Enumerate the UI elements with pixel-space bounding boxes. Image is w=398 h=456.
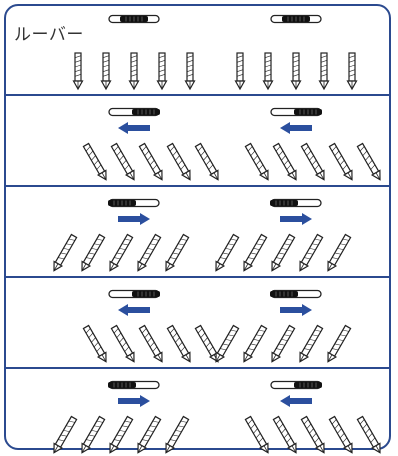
straight-down-right-louver-5 [346, 52, 358, 91]
swing-left-left-louver-3 [138, 142, 163, 181]
swing-left-right-louver-3 [300, 142, 325, 181]
converge-center-left-louver-4 [137, 415, 162, 454]
swing-left-left-arrow [118, 122, 150, 134]
converge-center-right-arrow [280, 395, 312, 407]
converge-center-right-louver-1 [244, 415, 269, 454]
louver-diagram-frame: ルーバー [4, 4, 391, 450]
swing-right-right-arrow [280, 213, 312, 225]
spread-outward-right-slider [270, 289, 322, 299]
spread-outward-right-louver-3 [271, 324, 296, 363]
converge-center-left-louver-5 [165, 415, 190, 454]
swing-right-left-louver-4 [137, 233, 162, 272]
spread-outward-right-louver-1 [215, 324, 240, 363]
swing-right-left-louver-3 [109, 233, 134, 272]
spread-outward-right-louver-4 [299, 324, 324, 363]
spread-outward-left-slider [108, 289, 160, 299]
swing-right-left-arrow [118, 213, 150, 225]
straight-down-right-louver-4 [318, 52, 330, 91]
converge-center-left-arrow [118, 395, 150, 407]
swing-left-left-louver-1 [82, 142, 107, 181]
spread-outward-right-louver-5 [327, 324, 352, 363]
converge-center-right-louver-2 [272, 415, 297, 454]
swing-left-right-louver-2 [272, 142, 297, 181]
swing-right-right-louver-3 [271, 233, 296, 272]
spread-outward-left-louver-3 [138, 324, 163, 363]
spread-outward-right-arrow [280, 304, 312, 316]
straight-down-left-louver-1 [72, 52, 84, 91]
spread-outward-right-louver-2 [243, 324, 268, 363]
straight-down-right-louver-3 [290, 52, 302, 91]
converge-center-left-slider [108, 380, 160, 390]
straight-down-right-louver-2 [262, 52, 274, 91]
converge-center-left-louver-3 [109, 415, 134, 454]
straight-down-left-louver-2 [100, 52, 112, 91]
swing-right-right-louver-2 [243, 233, 268, 272]
converge-center-right-slider [270, 380, 322, 390]
swing-right-right-slider [270, 198, 322, 208]
swing-left-right-slider [270, 107, 322, 117]
straight-down-left-louver-5 [184, 52, 196, 91]
swing-left-left-louver-2 [110, 142, 135, 181]
straight-down-right-louver-1 [234, 52, 246, 91]
straight-down-left-louver-3 [128, 52, 140, 91]
spread-outward-left-louver-4 [166, 324, 191, 363]
converge-center-left-louver-2 [81, 415, 106, 454]
swing-right-right-louver-5 [327, 233, 352, 272]
spread-outward-left-arrow [118, 304, 150, 316]
straight-down-left-louver-4 [156, 52, 168, 91]
swing-right-left-louver-2 [81, 233, 106, 272]
straight-down-right-slider [270, 14, 322, 24]
swing-left-right-arrow [280, 122, 312, 134]
swing-left-right-louver-5 [356, 142, 381, 181]
straight-down-left-slider [108, 14, 160, 24]
swing-right-right-louver-1 [215, 233, 240, 272]
swing-left-left-louver-5 [194, 142, 219, 181]
converge-center-left-louver-1 [53, 415, 78, 454]
spread-outward-left-louver-2 [110, 324, 135, 363]
swing-left-right-louver-1 [244, 142, 269, 181]
swing-left-left-slider [108, 107, 160, 117]
converge-center-right-louver-5 [356, 415, 381, 454]
swing-left-left-louver-4 [166, 142, 191, 181]
swing-right-left-louver-1 [53, 233, 78, 272]
swing-left-right-louver-4 [328, 142, 353, 181]
swing-right-left-louver-5 [165, 233, 190, 272]
spread-outward-left-louver-1 [82, 324, 107, 363]
diagram-title: ルーバー [14, 25, 84, 45]
swing-right-right-louver-4 [299, 233, 324, 272]
swing-right-left-slider [108, 198, 160, 208]
converge-center-right-louver-3 [300, 415, 325, 454]
converge-center-right-louver-4 [328, 415, 353, 454]
